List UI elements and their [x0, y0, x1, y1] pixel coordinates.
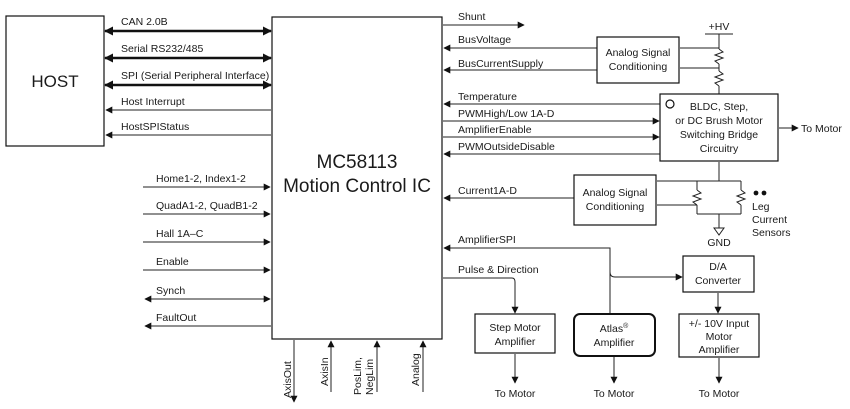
host-spi-status-label: HostSPIStatus [121, 121, 189, 133]
sensors-line1: Leg [752, 201, 770, 213]
serial-label: Serial RS232/485 [121, 43, 203, 55]
pm10v-to-motor-label: To Motor [699, 388, 740, 400]
analog-label: Analog [410, 353, 422, 386]
leg-sensor-resistor-left [691, 189, 703, 206]
pm10v-amp-line1: +/- 10V Input [689, 318, 749, 330]
atlas-registered-mark: ® [623, 322, 629, 330]
host-block [5, 15, 105, 147]
spi-label: SPI (Serial Peripheral Interface) [121, 70, 269, 82]
asc-mid-line1: Analog Signal [583, 187, 648, 199]
pulse-direction-line [443, 277, 519, 314]
step-to-motor-label: To Motor [495, 388, 536, 400]
ic-subtitle: Motion Control IC [283, 176, 431, 197]
host-interrupt-label: Host Interrupt [121, 96, 185, 108]
step-amp-line2: Amplifier [495, 336, 536, 348]
amplifier-enable-label: AmplifierEnable [458, 124, 532, 136]
poslim-label: PosLim, [352, 357, 364, 395]
step-amp-line1: Step Motor [489, 322, 541, 334]
enable-label: Enable [156, 256, 189, 268]
amplifier-spi-to-dac-line [609, 250, 683, 281]
pwm-outside-disable-label: PWMOutsideDisable [458, 141, 555, 153]
axis-in-label: AxisIn [319, 357, 331, 386]
asc-top-line2: Conditioning [609, 61, 668, 73]
bridge-line4: Circuitry [700, 143, 739, 155]
analog-conditioning-top-block [596, 36, 680, 84]
can-label: CAN 2.0B [121, 16, 168, 28]
pm10v-amplifier-block [678, 313, 760, 358]
fault-out-label: FaultOut [156, 312, 196, 324]
host-label: HOST [31, 72, 78, 91]
asc-mid-line2: Conditioning [586, 201, 645, 213]
sensor-dot-left [753, 190, 759, 196]
bus-current-label: BusCurrentSupply [458, 58, 544, 70]
bridge-line1: BLDC, Step, [690, 101, 748, 113]
amplifier-spi-label: AmplifierSPI [458, 234, 516, 246]
hv-divider: +HV [680, 21, 733, 94]
pm10v-amp-line3: Amplifier [699, 344, 740, 356]
shunt-label: Shunt [458, 11, 486, 23]
leg-current-sensor-network: GND Leg Current Sensors [657, 162, 791, 249]
mc58113-ic-block [271, 16, 443, 340]
step-motor-amplifier-block [474, 313, 556, 354]
ic-title: MC58113 [317, 152, 398, 173]
atlas-amplifier-block [573, 313, 656, 357]
pulse-direction-label: Pulse & Direction [458, 264, 539, 276]
pwm-high-low-label: PWMHigh/Low 1A-D [458, 108, 555, 120]
da-converter-block [682, 255, 755, 293]
current-label: Current1A-D [458, 185, 517, 197]
sensors-line3: Sensors [752, 227, 791, 239]
temperature-sensor-icon [665, 99, 675, 109]
atlas-amp-line2: Amplifier [594, 337, 635, 349]
gnd-label: GND [707, 237, 731, 249]
right-signals: Shunt BusVoltage BusCurrentSupply Temper… [443, 11, 683, 339]
hall-label: Hall 1A–C [156, 228, 204, 240]
temperature-label: Temperature [458, 91, 517, 103]
quad-label: QuadA1-2, QuadB1-2 [156, 200, 258, 212]
dac-line2: Converter [695, 275, 742, 287]
left-inputs: Home1-2, Index1-2 QuadA1-2, QuadB1-2 Hal… [143, 173, 271, 330]
leg-sensor-resistor-right [735, 189, 747, 206]
atlas-to-motor-label: To Motor [594, 388, 635, 400]
atlas-amp-line1: Atlas® [600, 322, 629, 335]
hv-label: +HV [709, 21, 730, 33]
switching-bridge-block [659, 93, 779, 162]
sensor-dot-right [761, 190, 767, 196]
bridge-line2: or DC Brush Motor [675, 115, 763, 127]
dac-line1: D/A [709, 261, 727, 273]
pm10v-amp-line2: Motor [706, 331, 733, 343]
asc-top-line1: Analog Signal [606, 47, 671, 59]
bottom-signals: AxisOut AxisIn PosLim, NegLim Analog [282, 340, 427, 403]
host-links: CAN 2.0B Serial RS232/485 SPI (Serial Pe… [104, 16, 272, 139]
axis-out-label: AxisOut [282, 361, 294, 398]
home-index-label: Home1-2, Index1-2 [156, 173, 246, 185]
gnd-symbol-icon [713, 227, 725, 236]
neglim-label: NegLim [364, 359, 376, 395]
bridge-line3: Switching Bridge [680, 129, 758, 141]
bridge-to-motor-label: To Motor [801, 123, 842, 135]
analog-conditioning-mid-block [573, 174, 657, 226]
bus-voltage-label: BusVoltage [458, 34, 511, 46]
sensors-line2: Current [752, 214, 787, 226]
amplifier-spi-line [443, 244, 614, 339]
hv-resistor-lower [713, 70, 725, 87]
hv-resistor-upper [713, 48, 725, 65]
synch-label: Synch [156, 285, 185, 297]
